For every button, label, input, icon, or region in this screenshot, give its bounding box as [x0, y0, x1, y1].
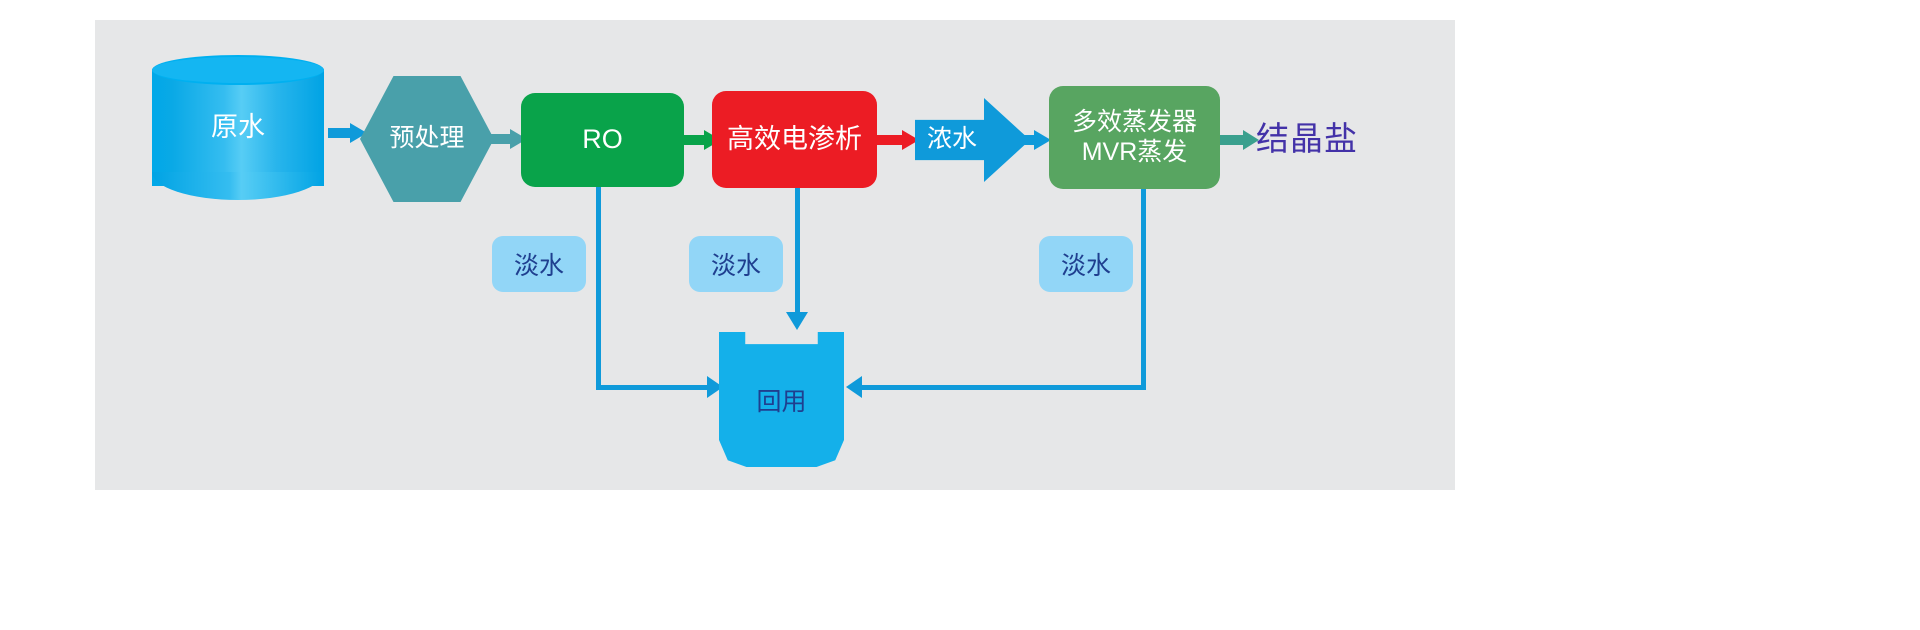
arrow-brine-to-evaporator [1010, 130, 1052, 150]
arrow-shaft [1220, 135, 1245, 145]
cylinder-bottom [152, 172, 324, 200]
connector-ed-to-reuse-vertical [795, 188, 800, 314]
node-reuse-tank-label: 回用 [756, 388, 807, 416]
arrow-head [902, 130, 919, 150]
node-crystal-salt: 结晶盐 [1256, 120, 1358, 157]
connector-evap-to-reuse-horizontal [862, 385, 1146, 390]
node-raw-water[interactable]: 原水 [152, 55, 324, 200]
arrow-shaft [487, 134, 512, 144]
arrow-ed-to-brine [877, 130, 919, 150]
node-evaporator[interactable]: 多效蒸发器 MVR蒸发 [1049, 86, 1220, 189]
cylinder-body [152, 69, 324, 186]
connector-evap-to-reuse-arrowhead [846, 376, 862, 398]
arrow-shaft [877, 135, 904, 145]
arrow-shaft [328, 128, 352, 138]
cylinder-top-highlight [152, 57, 324, 83]
arrow-head [1243, 130, 1259, 150]
arrow-evaporator-to-salt [1220, 130, 1260, 150]
node-high-efficiency-ed[interactable]: 高效电渗析 [712, 91, 877, 188]
arrow-shaft [684, 135, 706, 145]
connector-evap-to-reuse-vertical [1141, 189, 1146, 389]
connector-ro-to-reuse-horizontal [596, 385, 712, 390]
label-fresh-water-ed: 淡水 [689, 236, 783, 292]
connector-ed-to-reuse-arrowhead [786, 312, 808, 330]
node-ro[interactable]: RO [521, 93, 684, 187]
connector-ro-to-reuse-vertical [596, 187, 601, 389]
arrow-shaft [1010, 135, 1036, 145]
label-fresh-water-ro: 淡水 [492, 236, 586, 292]
node-reuse-tank[interactable]: 回用 [719, 332, 844, 467]
arrow-rawwater-to-pretreatment [328, 123, 367, 143]
label-fresh-water-evaporator: 淡水 [1039, 236, 1133, 292]
node-high-efficiency-ed-label: 高效电渗析 [727, 123, 862, 154]
arrow-head [1034, 130, 1051, 150]
node-evaporator-label: 多效蒸发器 MVR蒸发 [1071, 108, 1197, 166]
node-ro-label: RO [582, 124, 623, 155]
